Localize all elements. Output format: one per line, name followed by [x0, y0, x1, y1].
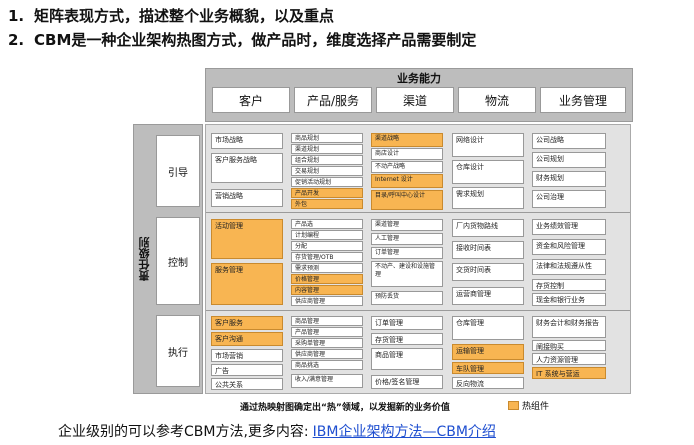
component-cell: 产品管理 — [291, 327, 363, 337]
component-cell: 交易规划 — [291, 166, 363, 176]
component-cell: 采购单管理 — [291, 338, 363, 348]
component-cell: 促销活动规划 — [291, 177, 363, 187]
component-cell: 需求规划 — [452, 187, 524, 209]
component-cell: 人力资源管理 — [532, 353, 606, 365]
component-cell: 业务绩效管理 — [532, 219, 606, 235]
component-cell: 需求预测 — [291, 263, 363, 273]
component-cell: 网络设计 — [452, 133, 524, 157]
component-cell: 组合规划 — [291, 155, 363, 165]
hot-component-cell: 运输管理 — [452, 344, 524, 360]
component-cell: 商品规划 — [291, 133, 363, 143]
hot-component-cell: 客户服务 — [211, 316, 283, 330]
hot-component-cell: 车队管理 — [452, 362, 524, 374]
hot-component-cell: 客户沟通 — [211, 332, 283, 346]
component-cell: 客户服务战略 — [211, 153, 283, 183]
component-cell: 商店设计 — [371, 148, 443, 160]
component-cell: 接收时间表 — [452, 241, 524, 259]
hot-component-cell: 产品开发 — [291, 188, 363, 198]
hot-component-cell: 价格管理 — [291, 274, 363, 284]
component-cell: 公司规划 — [532, 152, 606, 168]
component-cell: 仓库设计 — [452, 160, 524, 184]
component-cell: 存货管理/OTB — [291, 252, 363, 262]
capability-logistics: 物流 — [458, 87, 536, 113]
component-cell: 商品挑选 — [291, 360, 363, 370]
footer-note: 企业级别的可以参考CBM方法,更多内容:IBM企业架构方法—CBM介绍 — [58, 421, 496, 441]
component-cell: 公司治理 — [532, 190, 606, 208]
footer-text: 企业级别的可以参考CBM方法,更多内容: — [58, 424, 309, 440]
hot-component-cell: 服务管理 — [211, 263, 283, 305]
component-cell: 反向物流 — [452, 377, 524, 389]
hot-component-cell: 内容管理 — [291, 285, 363, 295]
hot-component-cell: Internet 设计 — [371, 174, 443, 188]
component-cell: 商品管理 — [291, 316, 363, 326]
component-cell: 现金和银行业务 — [532, 293, 606, 306]
intro-line-2: 2.CBM是一种企业架构热图方式，做产品时，维度选择产品需要制定 — [8, 31, 477, 49]
component-cell: 广告 — [211, 364, 283, 376]
component-cell: 预防丢货 — [371, 291, 443, 305]
component-cell: 市场战略 — [211, 133, 283, 149]
component-cell: 收入/满意管理 — [291, 374, 363, 388]
cbm-intro-link[interactable]: IBM企业架构方法—CBM介绍 — [312, 424, 496, 440]
hot-component-cell: 活动管理 — [211, 219, 283, 259]
component-cell: 运营商管理 — [452, 287, 524, 305]
component-cell: 产品选 — [291, 219, 363, 229]
capability-header: 业务能力 客户 产品/服务 渠道 物流 业务管理 — [205, 68, 633, 122]
component-cell: 不动产、建设和设施管理 — [371, 261, 443, 287]
hot-component-cell: 渠道战略 — [371, 133, 443, 147]
component-cell: 法律和法规遵从性 — [532, 259, 606, 275]
component-cell: 存货管理 — [371, 333, 443, 345]
level-guide: 引导 — [156, 135, 200, 207]
hot-component-cell: IT 系统与营运 — [532, 367, 606, 379]
component-cell: 财务会计和财务报告 — [532, 316, 606, 338]
component-cell: 存货控制 — [532, 279, 606, 291]
capability-customer: 客户 — [212, 87, 290, 113]
component-cell: 订单管理 — [371, 247, 443, 259]
component-cell: 渠道规划 — [291, 144, 363, 154]
capability-channel: 渠道 — [376, 87, 454, 113]
row-divider — [206, 310, 630, 311]
heat-map-caption: 通过热映射图确定出“热”领域，以发掘新的业务价值 — [240, 403, 450, 413]
row-divider — [206, 212, 630, 213]
capability-product-service: 产品/服务 — [294, 87, 372, 113]
component-cell: 计划编程 — [291, 230, 363, 240]
responsibility-level-panel: 责任级别 引导 控制 执行 — [133, 124, 203, 394]
component-cell: 不动产战略 — [371, 161, 443, 173]
capability-business-management: 业务管理 — [540, 87, 626, 113]
component-cell: 仓库管理 — [452, 316, 524, 340]
hot-component-legend-swatch — [508, 401, 519, 410]
component-cell: 公共关系 — [211, 378, 283, 390]
component-cell: 订单管理 — [371, 316, 443, 330]
component-cell: 供应商管理 — [291, 349, 363, 359]
level-control: 控制 — [156, 217, 200, 305]
hot-component-legend-label: 热组件 — [522, 402, 550, 412]
component-cell: 分配 — [291, 241, 363, 251]
hot-component-cell: 外包 — [291, 199, 363, 209]
capability-title: 业务能力 — [397, 72, 441, 85]
component-cell: 资金和风险管理 — [532, 239, 606, 255]
intro-line-1: 1.矩阵表现方式，描述整个业务概貌，以及重点 — [8, 7, 335, 25]
component-cell: 厂内货物路线 — [452, 219, 524, 237]
component-cell: 价格/签名管理 — [371, 375, 443, 389]
level-execute: 执行 — [156, 315, 200, 387]
component-cell: 阐接购买 — [532, 340, 606, 351]
component-cell: 供应商管理 — [291, 296, 363, 306]
component-cell: 商品管理 — [371, 348, 443, 370]
component-cell: 营销战略 — [211, 189, 283, 207]
component-cell: 市场营销 — [211, 349, 283, 362]
component-cell: 渠道管理 — [371, 219, 443, 231]
component-cell: 人工管理 — [371, 233, 443, 245]
component-cell: 公司战略 — [532, 133, 606, 149]
hot-component-cell: 目录/呼叫中心设计 — [371, 190, 443, 210]
component-cell: 财务规划 — [532, 171, 606, 187]
component-cell: 交货时间表 — [452, 263, 524, 281]
level-title: 责任级别 — [138, 237, 151, 281]
